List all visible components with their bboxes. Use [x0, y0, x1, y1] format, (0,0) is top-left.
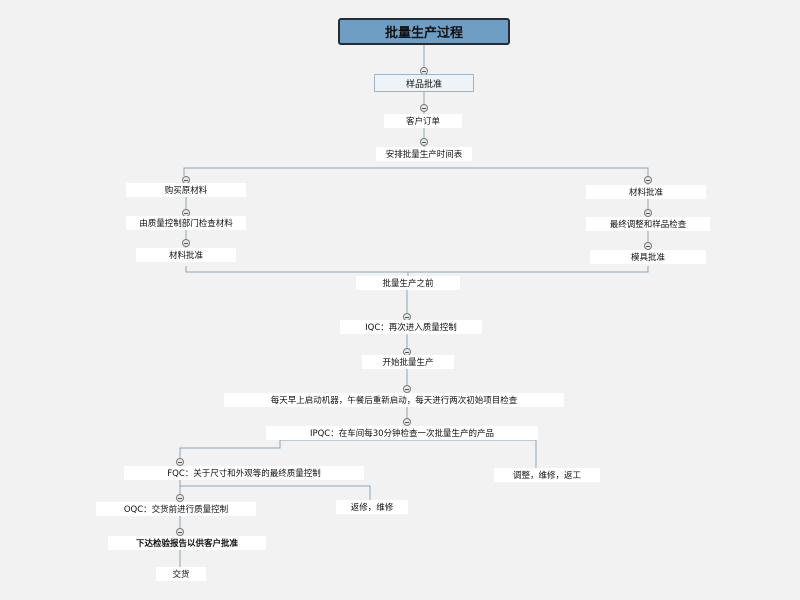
sample-approval-node[interactable]: 样品批准: [374, 74, 474, 92]
customer-order-node[interactable]: 客户订单: [384, 114, 462, 128]
ipqc-node[interactable]: IPQC：在车间每30分钟检查一次批量生产的产品: [266, 426, 538, 440]
collapse-toggle-icon[interactable]: [176, 458, 184, 466]
collapse-toggle-icon[interactable]: [644, 242, 652, 250]
oqc-node[interactable]: OQC：交货前进行质量控制: [96, 502, 256, 516]
collapse-toggle-icon[interactable]: [420, 138, 428, 146]
start-mass-production-node[interactable]: 开始批量生产: [362, 355, 454, 369]
material-approval-right-node[interactable]: 材料批准: [586, 185, 706, 199]
fqc-node[interactable]: FQC：关于尺寸和外观等的最终质量控制: [124, 466, 364, 480]
collapse-toggle-icon[interactable]: [644, 209, 652, 217]
adjust-repair-rework-node[interactable]: 调整，维修，返工: [494, 468, 600, 482]
collapse-toggle-icon[interactable]: [182, 239, 190, 247]
collapse-toggle-icon[interactable]: [403, 385, 411, 393]
qc-inspect-materials-node[interactable]: 由质量控制部门检查材料: [126, 216, 246, 230]
daily-restart-check-node[interactable]: 每天早上启动机器，午餐后重新启动，每天进行两次初始项目检查: [224, 393, 564, 407]
collapse-toggle-icon[interactable]: [644, 176, 652, 184]
material-approval-left-node[interactable]: 材料批准: [136, 248, 236, 262]
collapse-toggle-icon[interactable]: [420, 104, 428, 112]
collapse-toggle-icon[interactable]: [176, 528, 184, 536]
root-node[interactable]: 批量生产过程: [338, 18, 510, 45]
report-for-approval-node[interactable]: 下达检验报告以供客户批准: [108, 536, 266, 550]
before-mass-production-node[interactable]: 批量生产之前: [356, 276, 460, 290]
rework-repair-node[interactable]: 返修，维修: [336, 500, 408, 514]
final-adjust-sample-check-node[interactable]: 最终调整和样品检查: [586, 217, 710, 231]
buy-materials-node[interactable]: 购买原材料: [126, 183, 246, 197]
collapse-toggle-icon[interactable]: [176, 494, 184, 502]
schedule-node[interactable]: 安排批量生产时间表: [376, 147, 472, 161]
iqc-node[interactable]: IQC：再次进入质量控制: [340, 320, 482, 334]
mold-approval-node[interactable]: 模具批准: [590, 250, 706, 264]
delivery-node[interactable]: 交货: [156, 567, 206, 581]
collapse-toggle-icon[interactable]: [403, 418, 411, 426]
